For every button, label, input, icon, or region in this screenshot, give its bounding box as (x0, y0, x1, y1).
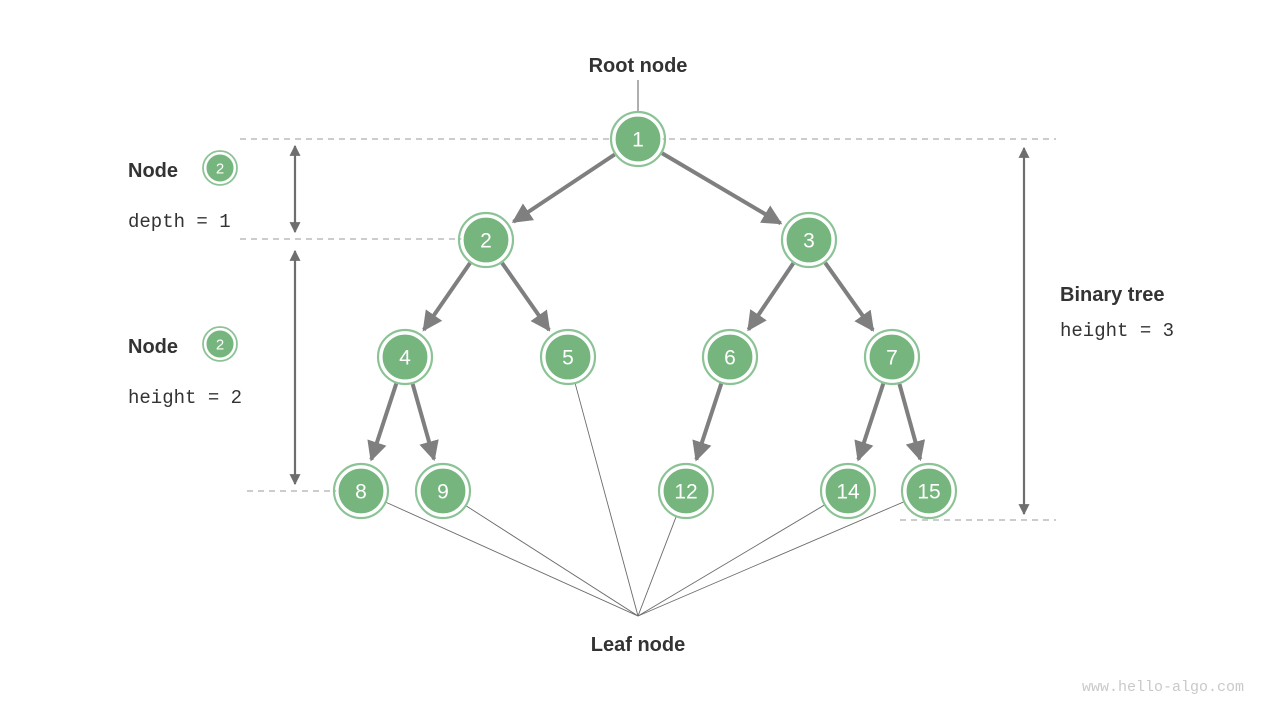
annotation-node-badge: 2 (202, 150, 238, 186)
node-outer-ring (609, 110, 667, 168)
tree-edge-n1-n2 (511, 152, 616, 224)
tree-node-12[interactable]: 12 (657, 462, 715, 520)
node-outer-ring (863, 328, 921, 386)
annotation-title: Node (128, 160, 178, 182)
tree-edge-n2-n4 (422, 261, 472, 332)
tree-edge-n3-n6 (746, 262, 795, 332)
tree-edge-n6-n12 (692, 382, 724, 462)
node-value: 9 (437, 481, 449, 504)
tree-edge-n2-n5 (500, 261, 551, 332)
node-body (904, 466, 954, 516)
dimension-arrows (289, 144, 1030, 516)
node-outer-ring (457, 211, 515, 269)
node-body (867, 332, 917, 382)
node-body (705, 332, 755, 382)
badge-value: 2 (216, 337, 224, 354)
node-outer-ring (819, 462, 877, 520)
node-value: 7 (886, 347, 898, 370)
tree-edge-n4-n8 (367, 382, 399, 462)
tree-node-15[interactable]: 15 (900, 462, 958, 520)
badge-body (204, 152, 236, 184)
leaf-pointer-lines (385, 382, 905, 617)
leaf-pointer-line (637, 504, 826, 617)
node-body (784, 215, 834, 265)
leaf-pointer-line (637, 516, 677, 617)
node-value: 6 (724, 347, 736, 370)
annotation-title: Binary tree (1060, 284, 1165, 306)
node-value: 15 (917, 481, 940, 504)
leaf-pointer-line (574, 382, 639, 617)
tree-edge-n7-n15 (897, 383, 926, 462)
annotation-detail: height = 3 (1060, 320, 1174, 342)
tree-node-14[interactable]: 14 (819, 462, 877, 520)
tree-edge-n4-n9 (410, 383, 439, 462)
annotation-title: Node (128, 336, 178, 358)
tree-node-8[interactable]: 8 (332, 462, 390, 520)
annotation-detail: depth = 1 (128, 211, 231, 233)
node-value: 2 (480, 230, 492, 253)
tree-edge-n7-n14 (854, 382, 886, 462)
node-value: 5 (562, 347, 574, 370)
tree-node-1[interactable]: 1 (609, 110, 667, 168)
leaf-pointer-line (637, 501, 905, 617)
node-outer-ring (900, 462, 958, 520)
annotation-node-height: Node 2 height = 2 (128, 326, 242, 409)
node-body (661, 466, 711, 516)
node-body (823, 466, 873, 516)
node-value: 1 (632, 129, 644, 152)
node-body (418, 466, 468, 516)
annotation-tree-height: Binary tree height = 3 (1060, 284, 1174, 342)
node-outer-ring (780, 211, 838, 269)
tree-edge-n3-n7 (823, 261, 875, 332)
annotation-detail: height = 2 (128, 387, 242, 409)
node-outer-ring (657, 462, 715, 520)
tree-node-3[interactable]: 3 (780, 211, 838, 269)
node-outer-ring (414, 462, 472, 520)
tree-node-2[interactable]: 2 (457, 211, 515, 269)
node-outer-ring (539, 328, 597, 386)
node-value: 3 (803, 230, 815, 253)
leaf-node-label: Leaf node (591, 634, 685, 656)
badge-outer-ring (202, 326, 238, 362)
leaf-pointer-line (385, 501, 639, 617)
badge-body (204, 328, 236, 360)
badge-outer-ring (202, 150, 238, 186)
tree-node-5[interactable]: 5 (539, 328, 597, 386)
node-outer-ring (376, 328, 434, 386)
node-outer-ring (332, 462, 390, 520)
root-node-label: Root node (589, 55, 688, 77)
tree-node-6[interactable]: 6 (701, 328, 759, 386)
tree-node-9[interactable]: 9 (414, 462, 472, 520)
node-body (613, 114, 663, 164)
annotation-node-badge: 2 (202, 326, 238, 362)
node-body (461, 215, 511, 265)
node-outer-ring (701, 328, 759, 386)
node-value: 8 (355, 481, 367, 504)
node-value: 4 (399, 347, 411, 370)
annotation-node-depth: Node 2 depth = 1 (128, 150, 238, 233)
node-body (543, 332, 593, 382)
node-value: 14 (836, 481, 860, 504)
tree-node-4[interactable]: 4 (376, 328, 434, 386)
tree-edge-n1-n3 (661, 151, 783, 225)
node-body (380, 332, 430, 382)
node-body (336, 466, 386, 516)
tree-edges (367, 151, 926, 462)
node-value: 12 (674, 481, 697, 504)
tree-node-7[interactable]: 7 (863, 328, 921, 386)
annotations: Node 2 depth = 1 Node 2 height = 2 Binary tree… (128, 150, 1174, 409)
guide-lines (240, 138, 1056, 521)
leaf-pointer-line (465, 505, 639, 617)
watermark: www.hello-algo.com (1082, 679, 1244, 696)
badge-value: 2 (216, 161, 224, 178)
